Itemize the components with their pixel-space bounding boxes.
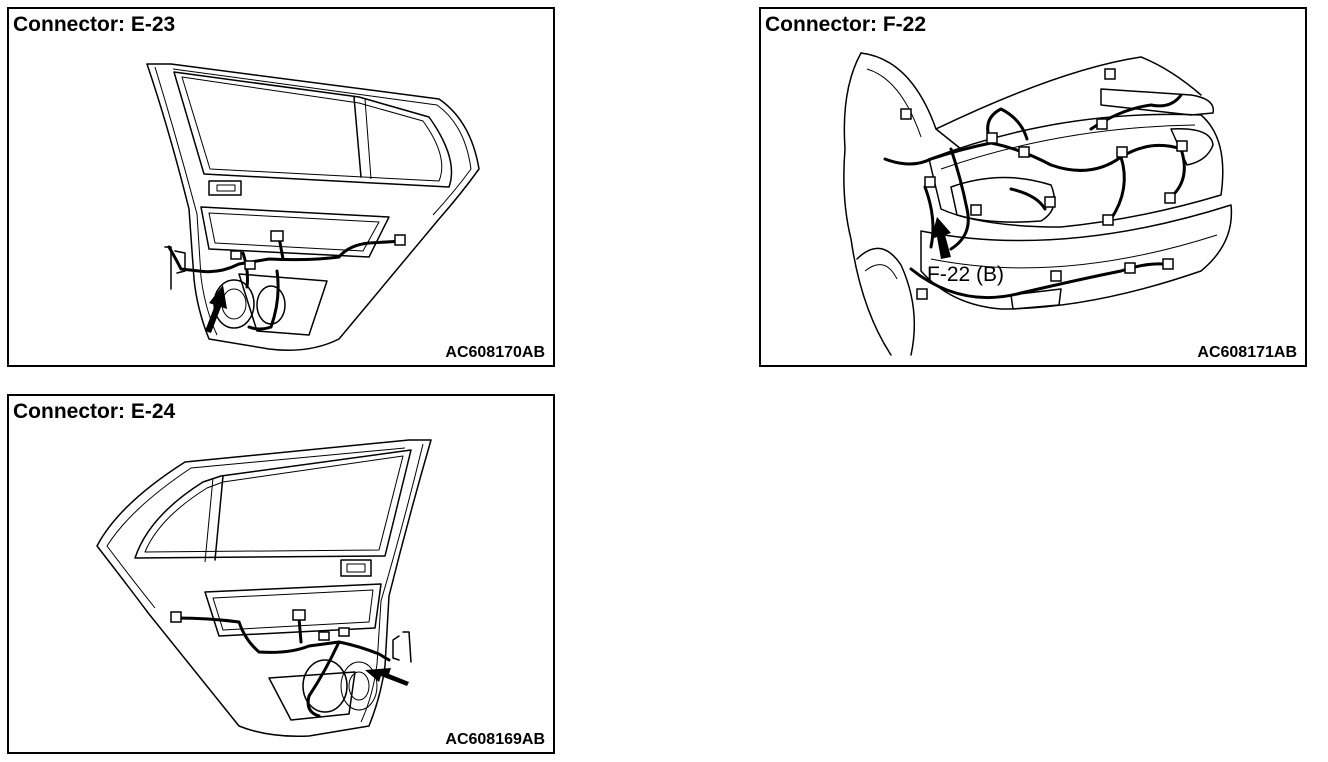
panel-connector-f22: Connector: F-22 (759, 7, 1307, 367)
panel-title: Connector: E-24 (13, 400, 176, 423)
panel-title: Connector: E-23 (13, 13, 176, 36)
image-code: AC608170AB (445, 344, 545, 361)
connector-callout-label: F-22 (B) (927, 263, 1005, 286)
panel-connector-e23: Connector: E-23 AC608170AB (7, 7, 555, 367)
image-code: AC608171AB (1197, 344, 1297, 361)
panel-title: Connector: F-22 (765, 13, 927, 36)
rear-door-right-illustration (146, 63, 480, 351)
rear-door-left-illustration (96, 439, 432, 738)
panel-connector-e24: Connector: E-24 AC608169AB (7, 394, 555, 754)
image-code: AC608169AB (445, 731, 545, 748)
rear-body-trunk-illustration (843, 52, 1233, 356)
